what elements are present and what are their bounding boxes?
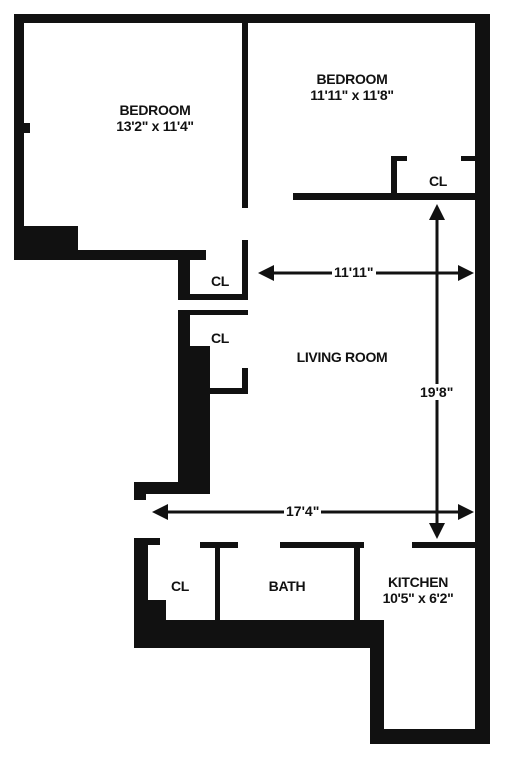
wall-kitchen-bottom [370, 729, 490, 744]
room-name: BEDROOM [316, 71, 388, 87]
arrowhead-right-icon [458, 265, 474, 281]
wall-hall-closet2-bottom [210, 388, 248, 394]
wall-bedroom-bottom-run [14, 250, 204, 260]
room-size: 11'11" x 11'8" [310, 87, 394, 104]
wall-bath-kitchen-divider [354, 545, 360, 625]
room-label-bedroom-left: BEDROOM 13'2" x 11'4" [70, 102, 240, 134]
dimension-label-overall-width: 17'4" [284, 503, 322, 519]
room-label-bath: BATH [268, 578, 306, 594]
room-label-closet-hall-1: CL [210, 273, 230, 289]
room-label-kitchen: KITCHEN 10'5" x 6'2" [368, 574, 468, 606]
dimension-label-living-height: 19'8" [418, 384, 456, 400]
wall-bath-top-right [280, 542, 364, 548]
room-label-closet-bedroom: CL [428, 173, 448, 189]
wall-hall-closet1-top [194, 250, 206, 260]
wall-hall-left-thick [178, 346, 210, 492]
arrowhead-up-icon [429, 204, 445, 220]
wall-bedroom-right-bottom [293, 193, 475, 200]
wall-hall-closet1-bottom [178, 294, 248, 300]
wall-bath-bottom [134, 620, 384, 648]
wall-kitchen-top [412, 542, 475, 548]
dimension-label-living-width: 11'11" [332, 264, 376, 280]
room-name: KITCHEN [387, 574, 449, 590]
room-name: BEDROOM [119, 102, 191, 118]
wall-left-bedroom [14, 14, 24, 260]
wall-right [475, 14, 490, 744]
wall-closet-bedroom-top-left [391, 156, 407, 161]
wall-closet-bedroom-left [391, 156, 397, 196]
wall-bedroom-divider [242, 22, 248, 208]
wall-kitchen-left [370, 630, 384, 744]
arrowhead-right-icon [458, 504, 474, 520]
room-label-closet-bath: CL [170, 578, 190, 594]
walls [14, 14, 490, 744]
arrowhead-left-icon [152, 504, 168, 520]
wall-hall-upper-left [178, 260, 190, 300]
room-label-living-room: LIVING ROOM [296, 349, 388, 365]
wall-living-left-foot-nub [134, 482, 146, 500]
wall-living-left-foot [134, 482, 210, 494]
arrowhead-down-icon [429, 523, 445, 539]
room-size: 13'2" x 11'4" [116, 118, 194, 135]
room-size: 10'5" x 6'2" [382, 590, 454, 607]
wall-hall-closet2-top [178, 310, 248, 315]
wall-closet-bedroom-top-right [461, 156, 475, 161]
wall-hall-closet1-right [242, 240, 248, 300]
room-label-bedroom-right: BEDROOM 11'11" x 11'8" [272, 71, 432, 103]
arrowhead-left-icon [258, 265, 274, 281]
wall-closet-bath-divider [215, 545, 220, 620]
room-label-closet-hall-2: CL [210, 330, 230, 346]
wall-top [14, 14, 490, 23]
wall-bedroom-left-nub [24, 123, 30, 133]
wall-hall-closet2-right [242, 368, 248, 394]
